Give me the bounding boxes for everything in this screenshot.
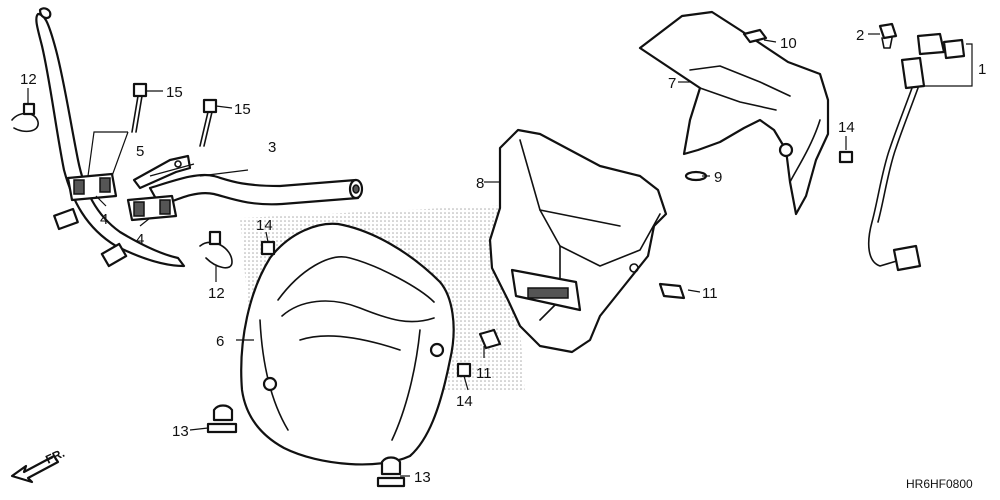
- headlight-housing-part-6: [240, 222, 455, 466]
- callout-9: 9: [714, 169, 722, 186]
- callout-5: 5: [136, 143, 144, 160]
- front-label: FR.: [43, 446, 66, 467]
- nut-part-14-center: [456, 362, 472, 378]
- harness-part-1: [867, 32, 966, 272]
- callout-15-lower: 15: [234, 101, 251, 118]
- callout-3: 3: [268, 139, 276, 156]
- nut-part-14-right: [838, 150, 854, 164]
- leader-lines: [27, 33, 973, 477]
- callout-6: 6: [216, 333, 224, 350]
- handlebar-left: [35, 7, 186, 268]
- pin-part-13-left: [206, 404, 238, 434]
- bolt-part-11-lower: [478, 328, 502, 350]
- handlebar-right-part-3: [148, 173, 364, 208]
- front-direction-arrow: [10, 454, 60, 484]
- clip-part-10: [742, 28, 768, 44]
- callout-11-upper: 11: [702, 285, 718, 302]
- callout-15-upper: 15: [166, 84, 183, 101]
- meter-cover-part-7: [638, 10, 830, 216]
- handlebar-holder-upper: [66, 172, 118, 202]
- diagram-code: HR6HF0800: [906, 477, 973, 491]
- callout-14-left: 14: [256, 217, 273, 234]
- callout-4-upper: 4: [100, 211, 108, 228]
- callout-13-bottom: 13: [414, 469, 431, 486]
- bolt-part-15-right: [199, 98, 218, 147]
- bolt-part-15-left: [131, 82, 148, 133]
- nut-part-14-left: [260, 240, 276, 256]
- callout-8: 8: [476, 175, 484, 192]
- callout-7: 7: [668, 75, 676, 92]
- bracket-part-5: [132, 154, 192, 190]
- callout-4-lower: 4: [136, 231, 144, 248]
- cable-tie-part-12-lower: [199, 230, 233, 269]
- bolt-part-11-upper: [658, 282, 686, 300]
- clip-part-2: [878, 22, 898, 49]
- callout-14-center: 14: [456, 393, 473, 410]
- callout-11-lower: 11: [476, 365, 492, 382]
- handlebar-holder-lower: [126, 194, 178, 222]
- callout-2: 2: [856, 27, 864, 44]
- headlight-case-part-8: [488, 128, 668, 354]
- callout-14-right: 14: [838, 119, 855, 136]
- callout-10: 10: [780, 35, 797, 52]
- callout-1: 1: [978, 61, 986, 78]
- callout-13-left: 13: [172, 423, 189, 440]
- callout-12-lower: 12: [208, 285, 225, 302]
- callout-12-upper: 12: [20, 71, 37, 88]
- pin-part-13-bottom: [376, 456, 406, 488]
- cable-tie-part-12-upper: [11, 102, 39, 133]
